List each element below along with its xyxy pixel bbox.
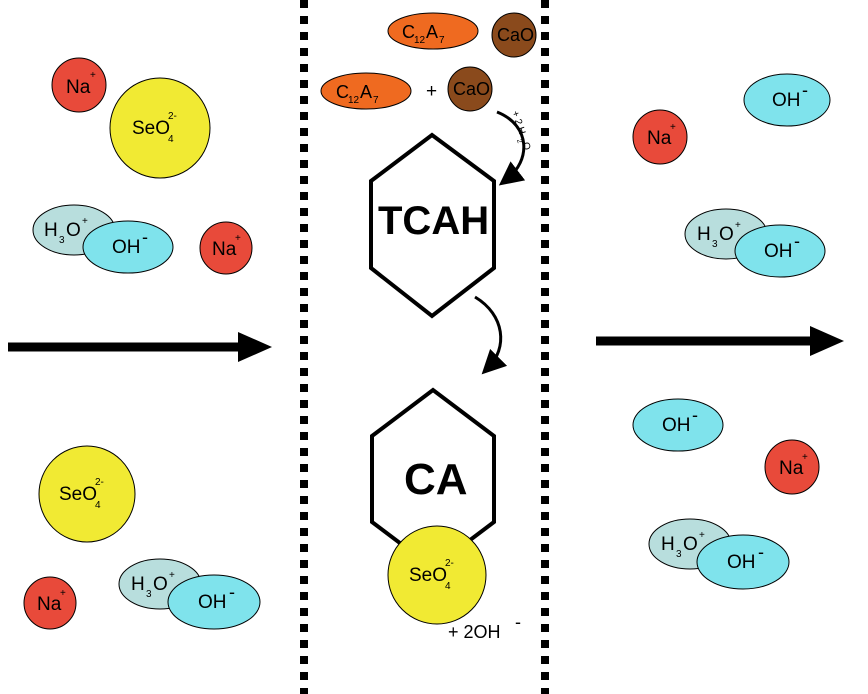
svg-text:+: + [735,220,741,231]
conversion-arrow [474,295,508,375]
svg-text:CaO: CaO [497,25,534,45]
svg-text:OH: OH [198,592,227,613]
svg-text:SeO: SeO [409,565,447,586]
svg-text:4: 4 [168,134,174,145]
svg-text:OH: OH [772,90,801,111]
svg-text:7: 7 [439,35,445,46]
svg-text:12: 12 [348,95,360,106]
svg-text:CA: CA [404,455,468,504]
svg-text:+: + [169,570,175,581]
tcah-phase: TCAH [369,132,496,319]
svg-text:Na: Na [779,458,804,479]
outflow-arrow [596,326,844,356]
svg-text:O: O [66,220,81,241]
svg-text:SeO: SeO [132,118,170,139]
hydroxide-ion: OH - [696,534,790,590]
na-ion: Na + [764,439,820,495]
svg-text:2-: 2- [445,558,454,569]
sorbed-selenate-ion: SeO 4 2- [387,525,487,625]
svg-text:+: + [802,452,808,463]
svg-text:2-: 2- [168,111,177,122]
svg-text:H: H [131,574,145,595]
hydroxide-ion: OH - [734,224,826,278]
svg-text:4: 4 [445,581,451,592]
svg-text:4: 4 [95,500,101,511]
svg-text:12: 12 [414,35,426,46]
svg-text:+: + [82,216,88,227]
svg-text:SeO: SeO [59,484,97,505]
svg-text:-: - [515,612,521,632]
released-hydroxide-label: + 2OH - [448,612,521,642]
c12a7-particle: C 12 A 7 [320,72,412,110]
svg-text:O: O [153,574,168,595]
svg-text:3: 3 [676,549,682,560]
svg-text:-: - [229,582,235,602]
svg-text:A: A [426,22,438,42]
hydroxide-ion: OH - [167,574,261,630]
na-ion: Na + [199,221,253,275]
selenate-ion: SeO 4 2- [109,77,211,179]
svg-text:H: H [661,534,675,555]
reaction-plus-sign: + [426,81,437,102]
svg-text:O: O [519,141,532,152]
water-label: + 2 H 2 O [509,110,532,152]
na-ion: Na + [51,57,107,113]
svg-text:+: + [60,588,66,599]
ca-phase: CA [370,387,496,571]
svg-text:Na: Na [66,77,91,98]
svg-text:OH: OH [112,237,141,258]
svg-text:3: 3 [712,239,718,250]
hydroxide-ion: OH - [82,220,174,274]
svg-text:3: 3 [146,589,152,600]
hydroxide-ion: OH - [743,73,831,127]
svg-text:OH: OH [662,415,691,436]
hydroxide-ion: OH - [632,398,724,452]
svg-text:O: O [719,224,734,245]
svg-text:+: + [90,70,96,81]
svg-text:OH: OH [764,241,793,262]
svg-text:Na: Na [647,128,672,149]
svg-text:A: A [360,82,372,102]
selenate-ion: SeO 4 2- [38,445,136,543]
svg-text:+ 2OH: + 2OH [448,622,501,642]
svg-text:3: 3 [59,235,65,246]
cao-particle: CaO [491,12,537,58]
svg-text:H: H [697,224,711,245]
svg-text:Na: Na [37,594,62,615]
c12a7-particle: C 12 A 7 [387,12,479,50]
svg-text:2-: 2- [95,477,104,488]
cao-particle: CaO [447,66,493,112]
svg-text:+: + [670,122,676,133]
svg-text:-: - [802,80,808,100]
svg-text:+: + [699,530,705,541]
svg-text:-: - [692,405,698,425]
inflow-arrow [8,332,272,362]
svg-text:C: C [402,22,415,42]
na-ion: Na + [23,576,77,630]
svg-text:2: 2 [515,138,523,144]
hydration-arrow [496,110,526,186]
svg-text:CaO: CaO [453,79,490,99]
svg-text:-: - [142,227,148,247]
svg-text:-: - [758,542,764,562]
svg-text:-: - [794,231,800,251]
na-ion: Na + [632,109,688,165]
svg-text:+: + [235,233,241,244]
svg-text:C: C [336,82,349,102]
svg-text:H: H [44,220,58,241]
svg-text:7: 7 [373,95,379,106]
svg-text:OH: OH [727,552,756,573]
svg-text:O: O [683,534,698,555]
svg-text:Na: Na [212,239,237,260]
svg-text:TCAH: TCAH [378,199,489,243]
